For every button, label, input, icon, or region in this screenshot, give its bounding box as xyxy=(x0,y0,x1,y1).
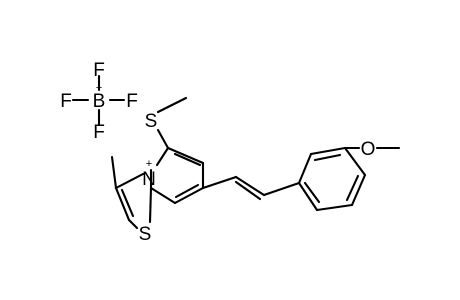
atom-s-thiazole: S xyxy=(139,224,152,245)
bond-n-c3 xyxy=(114,172,145,190)
bond-c7-c8 xyxy=(173,186,205,205)
methylthio-bonds xyxy=(156,96,188,150)
bond-vinyl-double xyxy=(234,175,266,197)
bond-s-methyl xyxy=(156,96,188,114)
atom-n-pyridinium: N xyxy=(142,169,156,190)
atom-f-right: F xyxy=(126,91,138,112)
thiazole-ring-bonds xyxy=(110,155,153,230)
pyridinium-ring-bonds xyxy=(149,146,205,205)
atom-boron: B xyxy=(93,91,106,112)
bond-ar6-ar1-inner xyxy=(303,181,321,204)
bond-c3-c2 xyxy=(114,186,131,222)
bond-c3-c2-inner xyxy=(120,188,135,218)
bond-c2-s xyxy=(127,218,139,230)
atom-f-bottom: F xyxy=(93,122,105,143)
atom-f-top: F xyxy=(93,60,105,81)
atom-labels: F F B − F F S N + S O xyxy=(60,60,375,245)
bond-n-c5 xyxy=(155,146,170,167)
bond-c7-vinyl xyxy=(201,175,238,190)
bond-vinyl-double-inner xyxy=(234,180,262,201)
charge-nitrogen: + xyxy=(146,158,152,170)
atom-f-left: F xyxy=(60,91,72,112)
bond-ar2-ar3 xyxy=(309,146,347,156)
bond-ar1-ar2 xyxy=(297,152,313,185)
bond-c5-c6 xyxy=(166,146,205,165)
atom-o-methoxy: O xyxy=(361,139,376,160)
bond-ar4-ar5 xyxy=(350,173,367,207)
tetrafluoroborate-bonds xyxy=(71,74,126,126)
charge-boron: − xyxy=(96,82,102,94)
bond-ar2-ar3-inner xyxy=(313,153,342,162)
bond-vinyl-aryl xyxy=(262,181,301,197)
phenyl-ring-bonds xyxy=(297,146,401,212)
bond-ar6-ar1 xyxy=(297,181,319,212)
atom-s-thioether: S xyxy=(145,111,158,132)
bond-c5-c6-inner xyxy=(173,152,202,167)
bond-c7-c8-inner xyxy=(174,183,200,199)
bond-c3-methyl xyxy=(110,155,118,190)
vinyl-bridge-bonds xyxy=(201,175,301,201)
bond-ar3-ar4 xyxy=(343,146,367,177)
bond-s-c5 xyxy=(156,128,170,150)
bond-s-c8a xyxy=(148,186,153,224)
bond-ar4-ar5-inner xyxy=(345,174,360,202)
bond-c8-c8a xyxy=(149,186,177,205)
bond-ar5-ar6 xyxy=(315,203,354,212)
